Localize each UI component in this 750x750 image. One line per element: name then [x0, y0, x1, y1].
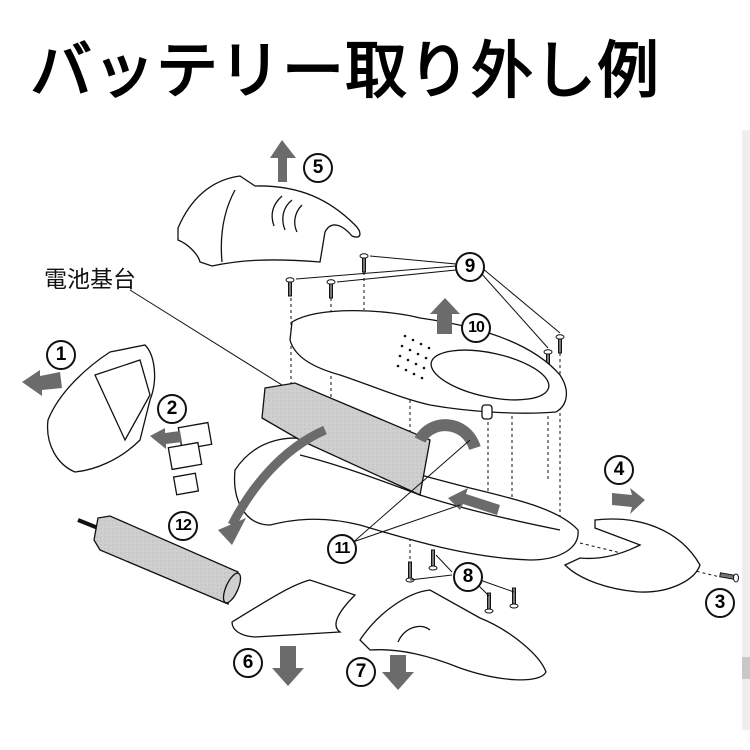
- step-2-callout: 2: [157, 394, 187, 424]
- front-cap-part: [46, 344, 156, 473]
- top-cover-part: [177, 175, 361, 267]
- step-3-callout: 3: [705, 588, 735, 618]
- step-4-callout: 4: [604, 455, 634, 485]
- arrow-right-icon: [612, 488, 645, 514]
- arrow-head-icon: [218, 518, 246, 545]
- arrow-left-icon: [448, 488, 500, 515]
- exploded-view-diagram: [22, 140, 739, 690]
- step-1-callout: 1: [46, 340, 76, 370]
- step-12-callout: 12: [168, 511, 198, 541]
- leader-lines: [349, 439, 515, 597]
- step-9-callout: 9: [455, 252, 485, 282]
- vent-holes: [396, 334, 431, 380]
- scrollbar-track[interactable]: [742, 130, 750, 730]
- step-11-callout: 11: [327, 534, 357, 564]
- blade-block-part: [167, 421, 213, 496]
- arrow-up-icon: [270, 140, 296, 182]
- scrollbar-thumb[interactable]: [742, 657, 750, 679]
- screw-icon: [719, 572, 739, 583]
- page-title: バッテリー取り外し例: [30, 34, 661, 107]
- rear-cap-part: [563, 518, 701, 593]
- rotate-arrow-icon: [414, 419, 481, 451]
- battery-cell-part: [77, 515, 242, 605]
- arrow-left-icon: [22, 370, 62, 396]
- bottom-cover-right-part: [359, 589, 547, 681]
- step-8-callout: 8: [453, 562, 483, 592]
- bottom-cover-left-part: [231, 579, 357, 638]
- arrow-up-icon: [430, 298, 460, 334]
- step-6-callout: 6: [233, 648, 263, 678]
- battery-base-part: [261, 382, 431, 496]
- curved-arrow-icon: [227, 425, 327, 528]
- arrow-down-icon: [272, 646, 304, 686]
- arrow-down-icon: [382, 655, 414, 690]
- step-5-callout: 5: [303, 153, 333, 183]
- battery-base-label: 電池基台: [44, 267, 136, 293]
- upper-housing-part: [289, 309, 567, 420]
- arrow-left-icon: [150, 428, 182, 449]
- screw-icon: [405, 549, 519, 614]
- step-7-callout: 7: [346, 657, 376, 687]
- step-10-callout: 10: [461, 313, 491, 343]
